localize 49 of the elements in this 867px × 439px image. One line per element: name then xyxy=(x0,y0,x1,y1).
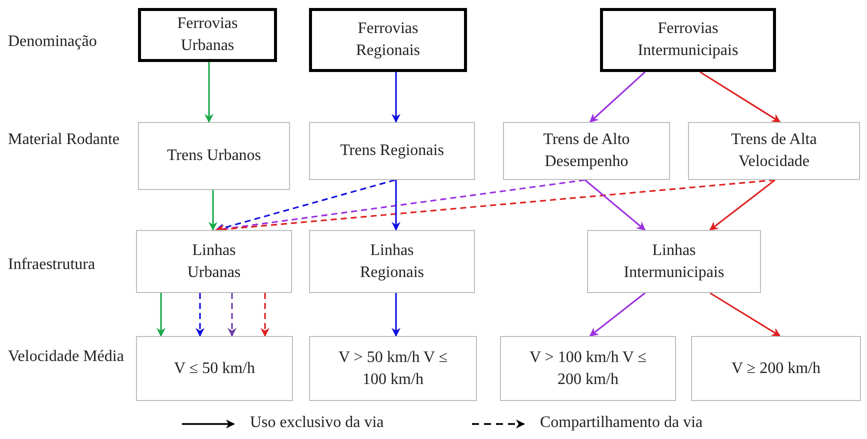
arrow xyxy=(392,293,400,337)
box-label: Trens Urbanos xyxy=(166,146,262,166)
box-label: Ferrovias Urbanas xyxy=(176,14,239,56)
arrow xyxy=(228,293,236,337)
arrow xyxy=(204,62,214,123)
row-label: Material Rodante xyxy=(8,130,121,150)
box-label: Linhas Regionais xyxy=(359,240,425,282)
arrow xyxy=(392,72,400,123)
arrow xyxy=(260,293,270,337)
arrow xyxy=(589,71,646,123)
box-label: Ferrovias Regionais xyxy=(355,19,421,61)
row-label: Velocidade Média xyxy=(8,347,125,367)
box-label: Trens de Alta Velocidade xyxy=(730,130,818,172)
process-box xyxy=(587,230,761,293)
row-label: Denominação xyxy=(8,32,98,52)
arrow xyxy=(710,292,781,337)
process-box xyxy=(600,8,776,72)
arrow xyxy=(589,292,646,337)
box-label: Linhas Intermunicipais xyxy=(622,240,726,282)
arrow xyxy=(208,190,218,231)
arrow xyxy=(196,293,204,337)
process-box xyxy=(688,122,860,180)
process-box xyxy=(309,122,475,180)
legend-label: Uso exclusivo da via xyxy=(250,413,384,433)
arrow xyxy=(392,180,400,231)
process-box xyxy=(500,336,676,401)
box-label: Trens de Alto Desempenho xyxy=(542,130,631,172)
row-label: Infraestrutura xyxy=(8,255,96,275)
box-label: Trens Regionais xyxy=(340,141,444,161)
process-box xyxy=(309,336,477,401)
process-box xyxy=(138,8,277,62)
box-label: V > 100 km/h V ≤ 200 km/h xyxy=(528,348,648,390)
arrow xyxy=(700,71,781,123)
process-box xyxy=(136,336,293,401)
box-label: Ferrovias Intermunicipais xyxy=(636,19,740,61)
process-box xyxy=(309,8,467,72)
box-label: V ≤ 50 km/h xyxy=(174,358,255,378)
arrow xyxy=(584,179,646,231)
process-box xyxy=(309,230,475,293)
process-box xyxy=(136,230,292,293)
box-label: V > 50 km/h V ≤ 100 km/h xyxy=(338,348,448,390)
arrow xyxy=(709,179,776,231)
arrow xyxy=(156,293,166,337)
box-label: Linhas Urbanas xyxy=(186,240,242,282)
process-box xyxy=(503,122,670,180)
legend-label: Compartilhamento da via xyxy=(540,413,703,433)
process-box xyxy=(138,122,290,190)
box-label: V ≥ 200 km/h xyxy=(732,358,820,378)
process-box xyxy=(691,336,861,401)
